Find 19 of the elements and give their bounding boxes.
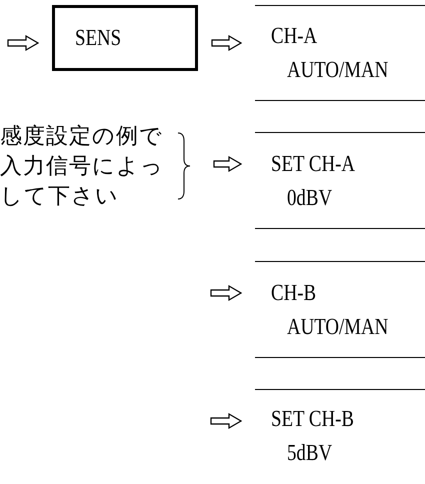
menu-box (52, 5, 198, 71)
item-value: AUTO/MAN (287, 312, 390, 340)
menu-item-band (255, 261, 425, 358)
item-value: 5dBV (287, 439, 334, 467)
item-label: CH-B (271, 278, 318, 306)
menu-item-band (255, 132, 425, 229)
item-label: CH-A (271, 22, 318, 50)
item-value: AUTO/MAN (287, 56, 390, 84)
hollow-arrow (7, 34, 40, 52)
item-label: SET CH-B (271, 405, 355, 433)
menu-item-band (255, 5, 425, 101)
item-value: 0dBV (287, 184, 334, 212)
hollow-arrow (213, 156, 242, 172)
item-label: SENS (75, 24, 122, 52)
hollow-arrow (211, 34, 242, 52)
hollow-arrow (210, 284, 242, 302)
hollow-arrow (210, 412, 242, 430)
note-text: 感度設定の例で入力信号によっして下さい (0, 122, 165, 210)
item-label: SET CH-A (271, 150, 356, 178)
